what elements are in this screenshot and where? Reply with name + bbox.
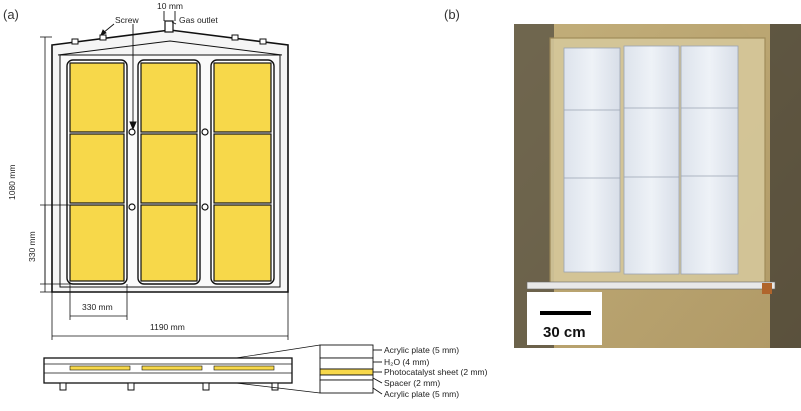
scale-bar-box: [527, 292, 602, 345]
cell-height-dimension: [40, 204, 70, 285]
cell-width-label: 330 mm: [82, 302, 113, 312]
layer-label-1: H₂O (4 mm): [384, 357, 430, 367]
layer-label-4: Acrylic plate (5 mm): [384, 389, 460, 399]
cross-section: [43, 344, 321, 394]
top-screw-2: [99, 34, 107, 41]
bolts: [128, 128, 209, 211]
photocatalyst-column-middle: [137, 59, 201, 285]
layer-label-2: Photocatalyst sheet (2 mm): [384, 367, 488, 377]
photocatalyst-column-right: [210, 59, 275, 285]
cell-width-dimension: [69, 284, 128, 320]
top-screw-left: [71, 38, 79, 45]
scale-bar-label: 30 cm: [543, 324, 586, 341]
ruler: [526, 281, 776, 290]
photocatalyst-column-left: [66, 59, 128, 285]
top-screw-5: [231, 34, 239, 41]
gas-outlet-nozzle: [164, 20, 174, 33]
ruler-end-tag: [762, 283, 772, 294]
top-screw-right: [259, 38, 267, 45]
layer-stack-magnified: [319, 344, 383, 395]
layer-label-3: Spacer (2 mm): [384, 378, 441, 388]
gap-label: 10 mm: [157, 1, 183, 11]
leader-lines: [100, 11, 177, 131]
inner-gable-line: [57, 40, 283, 56]
screw-label: Screw: [115, 15, 139, 25]
scale-bar: [540, 311, 591, 315]
panel-b-label: (b): [444, 7, 460, 22]
panel-a-label: (a): [3, 7, 19, 22]
width-dimension: [51, 292, 289, 340]
width-label: 1190 mm: [150, 322, 185, 332]
layer-label-0: Acrylic plate (5 mm): [384, 345, 460, 355]
photocatalyst-sheets-photo: [563, 45, 739, 275]
gas-outlet-label: Gas outlet: [179, 15, 218, 25]
